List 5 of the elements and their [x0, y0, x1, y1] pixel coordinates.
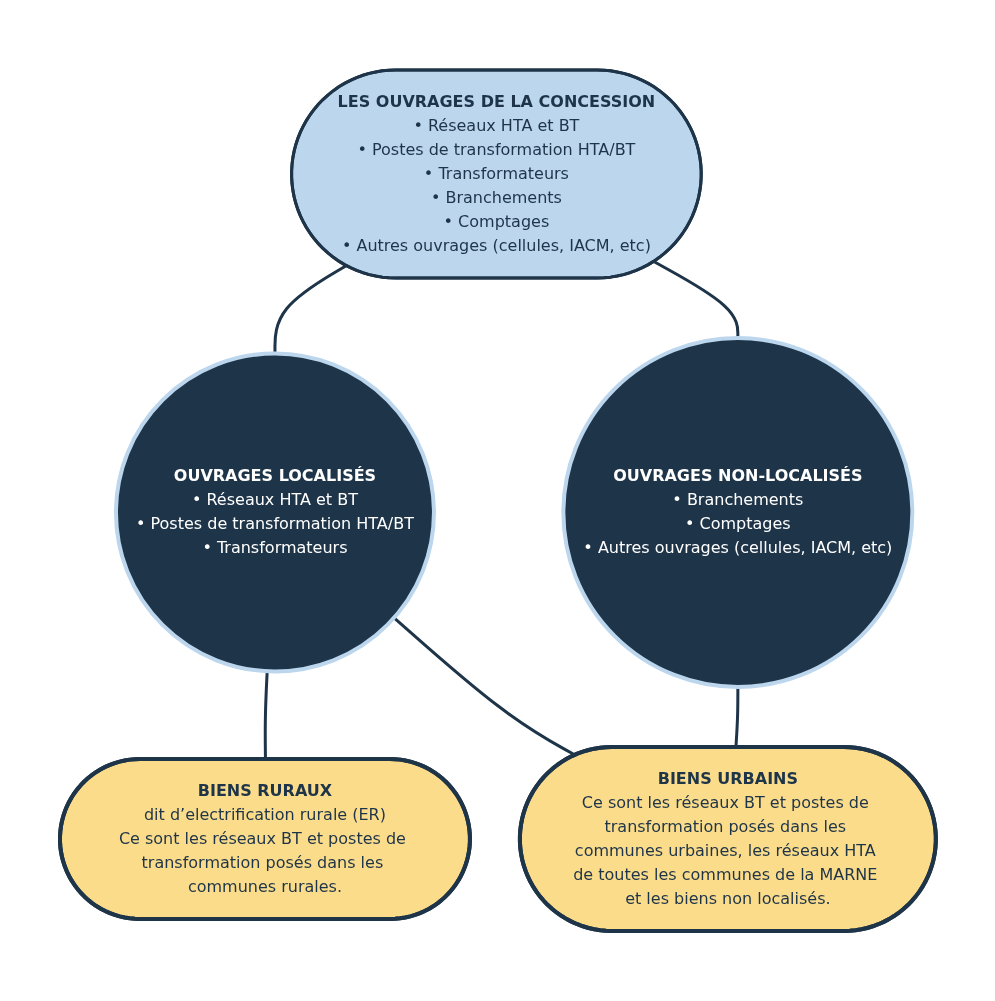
connector: [392, 616, 576, 757]
connector: [653, 260, 739, 338]
node-circle: OUVRAGES NON-LOCALISÉS • Branchements • Comptages • Autres ouvrages (cellules, IACM, etc): [560, 336, 914, 689]
connector: [273, 264, 347, 354]
node-circle: OUVRAGES LOCALISÉS • Réseaux HTA et BT • Postes de transformation HTA/BT • Transformateurs: [113, 351, 436, 674]
